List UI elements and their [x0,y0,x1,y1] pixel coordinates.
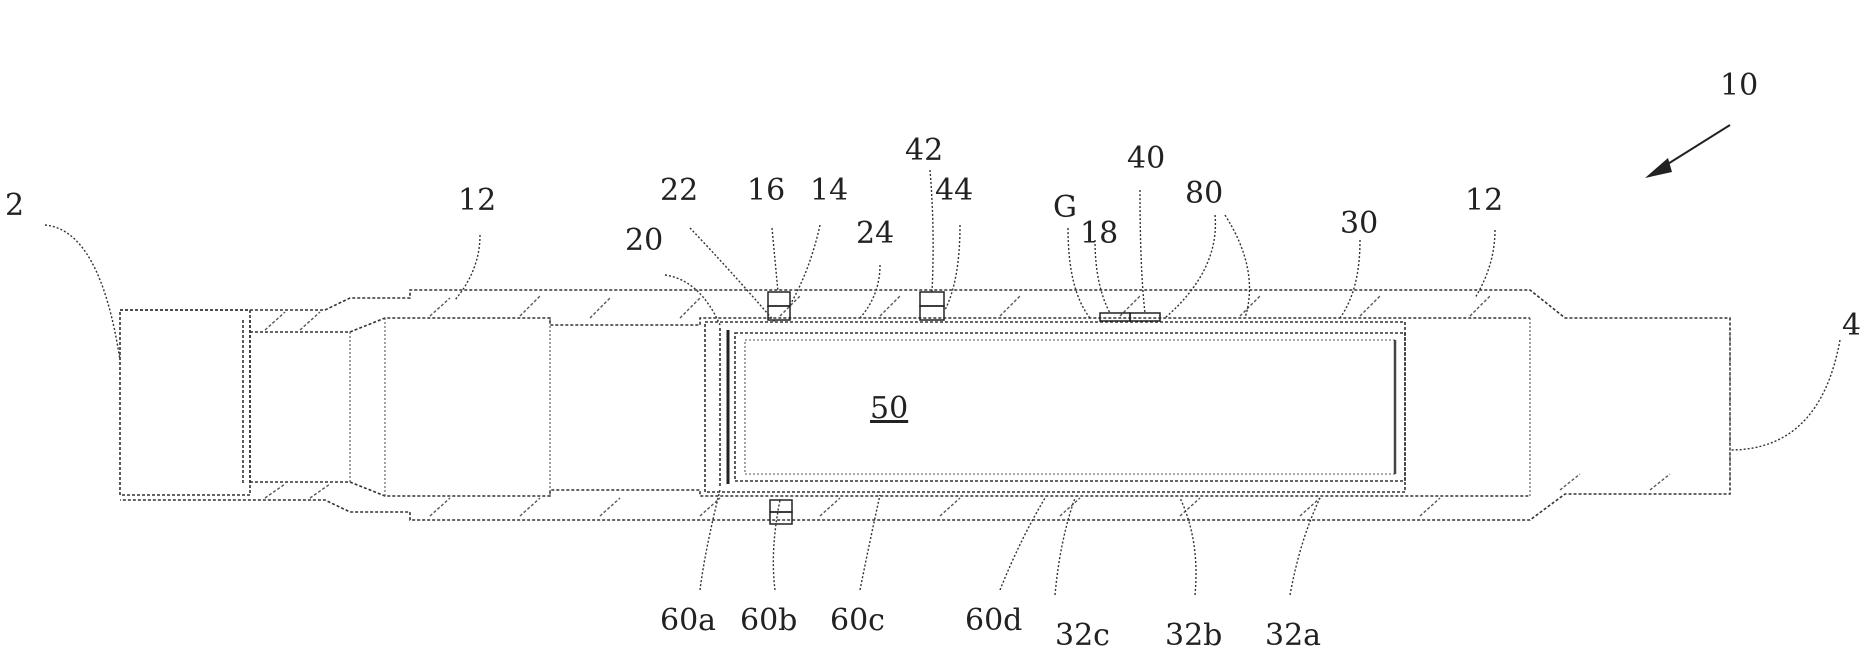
seal-ring-60b-bottom [770,512,792,524]
label-14: 14 [810,173,848,208]
leader-2 [45,225,120,360]
label-12a: 12 [458,183,496,218]
label-32a: 32a [1265,618,1321,653]
label-60b: 60b [740,603,797,638]
label-4: 4 [1842,308,1861,343]
label-22: 22 [660,173,698,208]
housing-outer-profile [120,290,1730,520]
leader-42 [930,170,933,292]
label-20: 20 [625,223,663,258]
label-12b: 12 [1465,183,1503,218]
housing-inner-bore-top [250,318,1530,332]
label-32b: 32b [1165,618,1222,653]
leader-30 [1340,240,1360,318]
seal-18 [1100,313,1130,321]
leader-40 [1140,190,1145,313]
leader-12b [1475,230,1495,298]
label-44: 44 [935,173,973,208]
leader-60b [773,500,780,590]
leader-80a [1165,215,1215,318]
leader-16 [772,228,778,292]
seal-ring-42 [920,292,944,306]
chamber-wall [735,333,1405,481]
leader-32b [1180,498,1196,595]
leader-60c [860,495,880,590]
inner-container [705,322,1405,492]
label-16: 16 [747,173,785,208]
label-60a: 60a [660,603,716,638]
label-18: 18 [1080,216,1118,251]
leader-32c [1055,498,1075,595]
reference-labels: 10 2 4 12 12 20 22 16 14 24 42 44 G 18 4… [5,68,1861,653]
label-60d: 60d [965,603,1022,638]
label-24: 24 [856,216,894,251]
left-end-cap [120,310,250,495]
label-80: 80 [1185,176,1223,211]
leader-22 [690,228,775,322]
leader-32a [1290,498,1320,595]
housing-body [120,290,1730,520]
housing-inner-bore-bottom [250,482,1530,496]
arrow-10-head [1645,158,1672,178]
seal-40 [1130,313,1160,321]
label-32c: 32c [1055,618,1110,653]
label-10: 10 [1720,68,1758,103]
seal-ring-60b-top [770,500,792,512]
seal-ring-16-top [768,292,790,306]
label-50: 50 [870,391,908,426]
leader-60d [1000,498,1045,590]
label-2: 2 [5,188,24,223]
label-30: 30 [1340,206,1378,241]
leader-14 [790,225,820,305]
hatch-top [265,296,1490,330]
label-40: 40 [1127,141,1165,176]
leader-20 [665,275,720,325]
label-60c: 60c [830,603,885,638]
leader-4 [1730,340,1840,450]
sleeve-outer [705,322,1405,492]
leader-24 [860,265,880,318]
label-G: G [1053,190,1077,225]
label-42: 42 [905,133,943,168]
leader-60a [700,490,720,590]
leader-80b [1225,215,1250,318]
leader-44 [945,225,960,310]
seal-rings [768,292,1160,524]
chamber-inner-wall [745,340,1395,474]
